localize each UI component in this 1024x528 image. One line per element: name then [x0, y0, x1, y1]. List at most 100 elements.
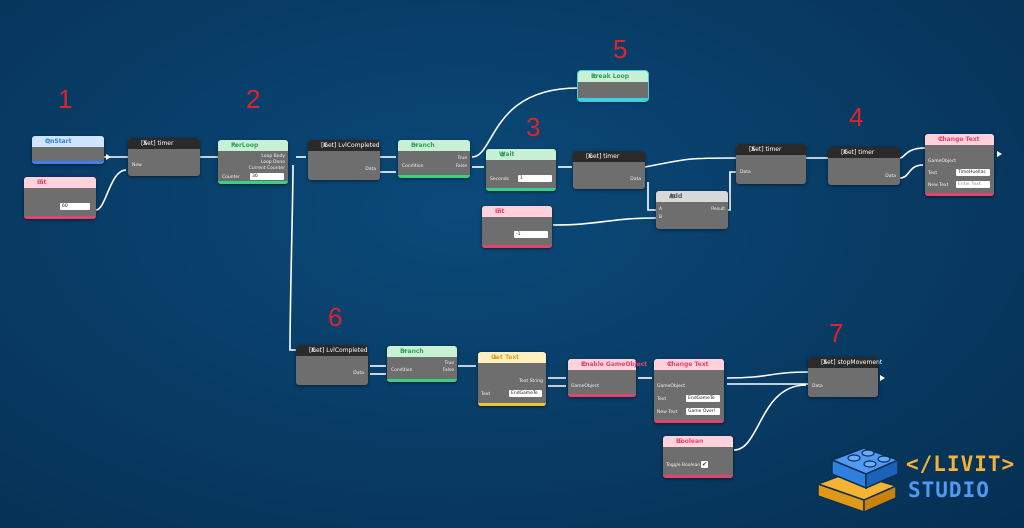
branch-icon: ⑂ [402, 348, 406, 355]
toggle-checkbox[interactable]: ✔ [701, 461, 708, 468]
pin-label: Data [812, 384, 823, 389]
node-title: [Set] stopMovement [821, 359, 883, 366]
variable-x-icon: X [310, 347, 316, 354]
set-stopmovement-node[interactable]: X[Set] stopMovement Data [808, 357, 882, 397]
break-loop-node[interactable]: ⊘Break Loop [577, 70, 649, 102]
exec-out-pin[interactable] [106, 154, 111, 160]
node-title: Break Loop [591, 73, 630, 80]
variable-x-icon: X [322, 142, 328, 149]
get-lvlcompleted-node-2[interactable]: X[Get] LvlCompleted Data [296, 345, 368, 385]
int-node-b[interactable]: ☰Int -1 [482, 206, 552, 248]
get-timer-node[interactable]: X[Get] timer Data [573, 151, 645, 189]
pin-label: New [132, 163, 142, 168]
pin-label: Result [711, 207, 725, 212]
wait-node[interactable]: ⧗Wait Seconds 1 [486, 149, 556, 191]
boolean-node[interactable]: ☰Boolean Toggle Boolean ✔ [663, 436, 733, 478]
variable-x-icon: X [842, 149, 848, 156]
step-number-3: 3 [526, 112, 541, 142]
pin-label: A [659, 207, 663, 212]
get-lvlcompleted-node-1[interactable]: X[Get] LvlCompleted Data [308, 140, 380, 180]
pin-label: True [457, 156, 467, 161]
int-value-field[interactable]: -1 [514, 231, 548, 238]
variable-x-icon: X [822, 359, 828, 366]
text-select[interactable]: EndGameTe [509, 390, 542, 397]
pin-label: True [444, 361, 454, 366]
node-title: [Get] timer [841, 149, 875, 156]
node-title: ForLoop [231, 142, 259, 149]
pin-label: False [442, 368, 454, 373]
pin-label: Data [740, 170, 751, 175]
seconds-field[interactable]: 1 [518, 175, 552, 182]
int-value-field[interactable]: 60 [60, 203, 90, 210]
step-number-4: 4 [849, 102, 864, 132]
step-number-5: 5 [613, 34, 628, 64]
pin-label: Data [365, 167, 376, 172]
pin-label: Text String [519, 379, 543, 384]
pin-label: GameObject [657, 384, 686, 389]
variable-x-icon: X [142, 140, 148, 147]
get-text-node[interactable]: ♟Get Text Text String Text EndGameTe [478, 352, 546, 406]
pin-label: Current Counter [248, 166, 285, 171]
gameobject-icon: ⚙ [582, 361, 588, 368]
lego-bricks-icon [815, 447, 901, 513]
step-number-7: 7 [829, 318, 844, 348]
enable-gameobject-node[interactable]: ⚙Enable GameObject GameObject [568, 359, 647, 397]
new-text-input[interactable]: Enter Text [956, 181, 990, 188]
text-select[interactable]: TimeHuellas [956, 169, 990, 176]
node-title: Branch [411, 142, 435, 149]
counter-field[interactable]: 30 [250, 173, 284, 180]
get-timer-node-2[interactable]: X[Get] timer Data [828, 147, 900, 185]
node-title: Enable GameObject [581, 361, 648, 368]
pin-label: Seconds [490, 177, 509, 182]
change-text-node-2[interactable]: ⚙Change Text GameObject Text EndGameTe N… [654, 359, 724, 423]
pin-label: Text [928, 171, 938, 176]
pin-label: Toggle Boolean [666, 463, 701, 468]
pin-label: Condition [391, 368, 413, 373]
branch-node-1[interactable]: ⑂Branch True False Condition [398, 140, 470, 178]
int-node-a[interactable]: ☰Int 60 [24, 177, 96, 219]
pin-label: Data [353, 371, 364, 376]
gameobject-icon: ⚙ [939, 136, 945, 143]
new-text-input[interactable]: Game Over! [686, 408, 720, 415]
node-title: [Get] LvlCompleted [321, 142, 380, 149]
pin-label: Counter [222, 175, 240, 180]
node-title: Boolean [676, 438, 704, 445]
pin-label: Loop Done [260, 160, 285, 165]
node-title: OnStart [45, 138, 72, 145]
onstart-node[interactable]: ◷OnStart [32, 136, 104, 164]
livit-studio-logo: </LIVIT> STUDIO [812, 438, 1020, 518]
pin-label: New Text [928, 183, 949, 188]
pin-label: GameObject [928, 159, 957, 164]
variable-x-icon: X [750, 146, 756, 153]
set-timer-node-1[interactable]: X[Set] timer New [128, 138, 200, 176]
forloop-node[interactable]: ↻ForLoop Loop Body Loop Done Current Cou… [218, 140, 288, 184]
branch-node-2[interactable]: ⑂Branch True False Condition [387, 346, 457, 382]
exec-out-pin[interactable] [880, 375, 885, 381]
pin-label: New Text [657, 410, 678, 415]
node-title: Wait [499, 151, 515, 158]
step-number-2: 2 [246, 84, 261, 114]
node-title: Int [37, 179, 47, 186]
person-icon: ♟ [492, 354, 498, 361]
node-title: Add [669, 193, 683, 200]
loop-icon: ↻ [232, 142, 238, 149]
pin-label: Data [630, 177, 641, 182]
node-title: Branch [400, 348, 424, 355]
text-select[interactable]: EndGameTe [686, 395, 720, 402]
pin-label: Loop Body [261, 154, 285, 159]
database-icon: ☰ [496, 208, 502, 215]
pin-label: GameObject [571, 384, 600, 389]
branch-icon: ⑂ [413, 142, 417, 149]
logo-bottom-text: STUDIO [908, 478, 990, 502]
node-title: [Set] timer [141, 140, 174, 147]
set-timer-node-2[interactable]: X[Set] timer Data [736, 144, 806, 184]
exec-out-pin[interactable] [997, 151, 1002, 157]
change-text-node-1[interactable]: ⚙Change Text GameObject Text TimeHuellas… [925, 134, 994, 196]
pin-label: Condition [402, 164, 424, 169]
pin-label: Text [657, 397, 667, 402]
add-node[interactable]: ⊞Add A B Result [656, 191, 728, 229]
hourglass-icon: ⧗ [500, 151, 506, 158]
node-title: [Get] timer [586, 153, 620, 160]
step-number-6: 6 [328, 302, 343, 332]
